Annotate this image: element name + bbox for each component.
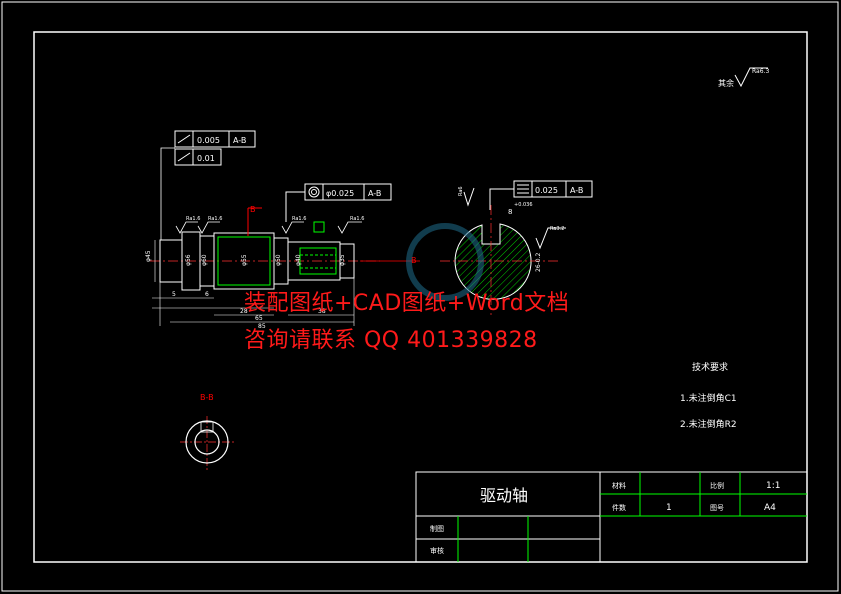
tech-requirements: 技术要求 1.未注倒角C1 2.未注倒角R2 xyxy=(680,361,737,430)
tb-scale-value: 1:1 xyxy=(766,481,780,491)
svg-text:φ60: φ60 xyxy=(201,254,208,266)
drawing-title: 驱动轴 xyxy=(480,486,528,505)
key-tol: +0.036 xyxy=(514,202,533,208)
svg-text:38: 38 xyxy=(318,308,326,315)
svg-text:65: 65 xyxy=(255,315,263,322)
b-b-section: B-B xyxy=(180,393,234,470)
roughness-label: Ra1.6 xyxy=(350,216,364,222)
svg-text:6: 6 xyxy=(205,291,209,298)
title-grid xyxy=(457,472,807,562)
tech-req-heading: 技术要求 xyxy=(692,361,728,373)
svg-text:φ50: φ50 xyxy=(275,254,282,266)
tech-req-line1: 1.未注倒角C1 xyxy=(680,392,737,404)
tb-qty-value: 1 xyxy=(666,503,672,513)
tb-material-label: 材料 xyxy=(612,481,626,490)
roughness-symbols xyxy=(175,221,362,234)
fcf-sym-datum: A-B xyxy=(570,186,583,195)
svg-text:B-B: B-B xyxy=(200,393,214,402)
fcf-symmetry xyxy=(463,180,593,250)
svg-text:Ra6.3: Ra6.3 xyxy=(752,68,769,75)
keyway-section xyxy=(406,205,560,315)
tb-sheet-label: 图号 xyxy=(710,504,724,512)
tb-drawn-label: 制图 xyxy=(430,524,444,533)
fcf-runout-value: 0.005 xyxy=(197,136,220,145)
tb-check-label: 审核 xyxy=(430,546,444,555)
tech-req-line2: 2.未注倒角R2 xyxy=(680,418,737,430)
svg-text:B: B xyxy=(250,205,256,214)
svg-text:5: 5 xyxy=(172,291,176,298)
roughness-label: Ra1.6 xyxy=(208,216,222,222)
shaft-main-view xyxy=(150,231,380,291)
roughness-label: Ra3.2 xyxy=(550,226,564,232)
tb-sheet-value: A4 xyxy=(764,503,776,513)
svg-text:B: B xyxy=(411,256,417,265)
fcf-coax-value: φ0.025 xyxy=(326,189,354,198)
svg-text:28: 28 xyxy=(240,308,248,315)
fcf-parallel-value: 0.01 xyxy=(197,154,215,163)
key-depth: 26-0.2 xyxy=(535,252,542,272)
svg-text:φ40: φ40 xyxy=(295,254,302,266)
svg-text:φ55: φ55 xyxy=(241,254,248,266)
svg-text:φ45: φ45 xyxy=(145,250,152,262)
fcf-leader xyxy=(160,147,175,240)
watermark-line2: 咨询请联系 QQ 401339828 xyxy=(244,328,538,353)
datum-box xyxy=(313,221,325,233)
svg-text:其余: 其余 xyxy=(718,78,734,88)
tb-qty-label: 件数 xyxy=(612,503,626,512)
fcf-coax-datum: A-B xyxy=(368,189,381,198)
svg-text:85: 85 xyxy=(258,323,266,330)
fcf-runout xyxy=(174,130,256,166)
fcf-runout-datum: A-B xyxy=(233,136,246,145)
svg-text:φ35: φ35 xyxy=(339,254,346,266)
fcf-coax xyxy=(285,183,392,222)
tb-scale-label: 比例 xyxy=(710,481,724,490)
dimension-texts: φ45 φ56 φ60 φ55 φ50 φ40 φ35 5 6 28 65 38… xyxy=(145,250,346,330)
watermark-line1: 装配图纸+CAD图纸+Word文档 xyxy=(244,291,570,316)
fcf-sym-value: 0.025 xyxy=(535,186,558,195)
dimension-lines xyxy=(152,240,355,326)
roughness-label: Ra1.6 xyxy=(186,216,200,222)
roughness-label: Ra1.6 xyxy=(292,216,306,222)
key-width: 8 xyxy=(508,208,512,216)
svg-text:φ56: φ56 xyxy=(185,254,192,266)
roughness-general: 其余 Ra6.3 xyxy=(718,67,769,88)
roughness-label: Ra6 xyxy=(458,186,464,196)
title-block xyxy=(415,471,808,563)
